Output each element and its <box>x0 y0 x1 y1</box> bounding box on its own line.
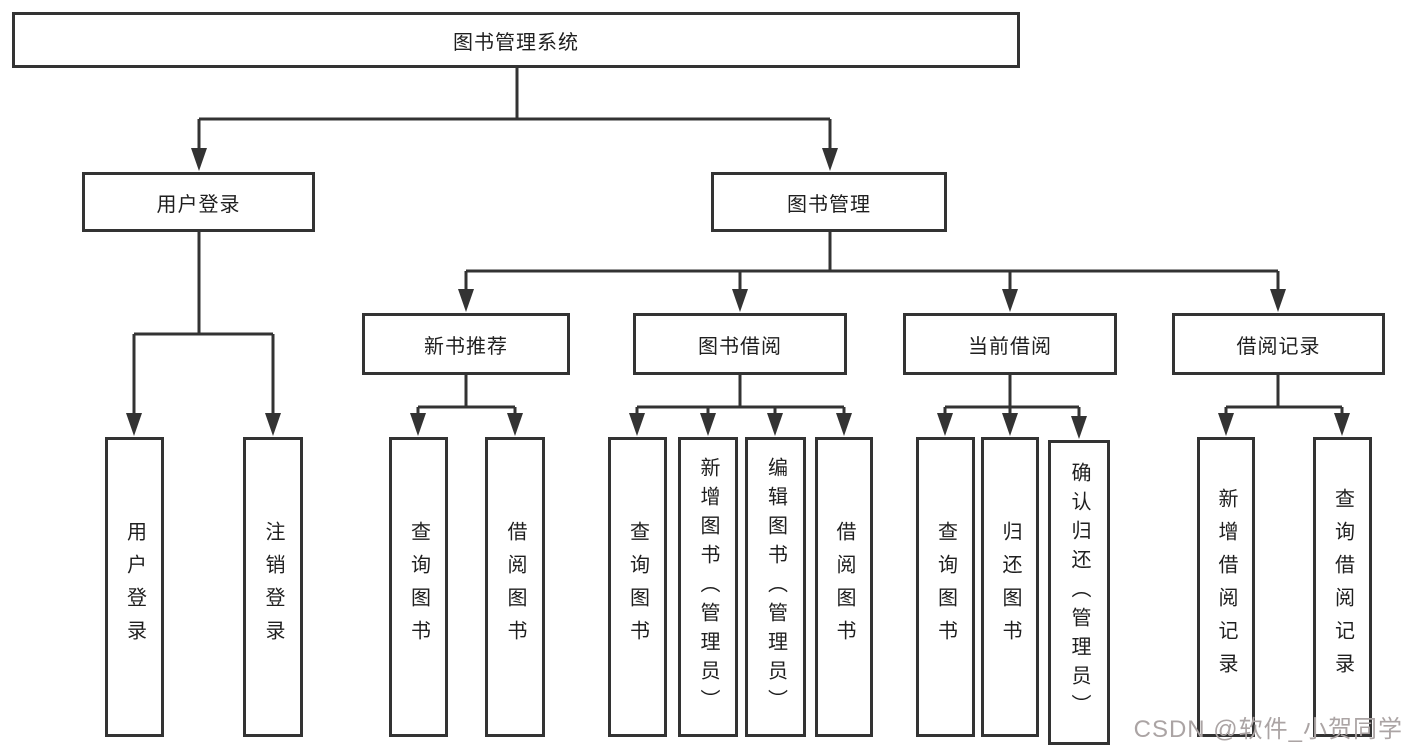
node-label: 查询图书 <box>407 521 430 653</box>
arrow-down-icon <box>126 413 142 436</box>
leaf-query-borrow-record: 查询借阅记录 <box>1313 437 1372 737</box>
leaf-borrow-books: 借阅图书 <box>815 437 873 737</box>
node-borrowing-records: 借阅记录 <box>1172 313 1385 375</box>
node-label: 借阅图书 <box>504 521 526 653</box>
arrow-down-icon <box>1002 413 1018 436</box>
node-label: 新增借阅记录 <box>1215 488 1237 686</box>
arrow-down-icon <box>700 413 716 436</box>
leaf-confirm-return-admin: 确认归还（管理员） <box>1048 440 1110 745</box>
node-current-borrowing: 当前借阅 <box>903 313 1117 375</box>
node-label: 图书借阅 <box>698 335 782 358</box>
leaf-add-books-admin: 新增图书（管理员） <box>678 437 738 737</box>
arrow-down-icon <box>822 148 838 171</box>
leaf-query-books-current: 查询图书 <box>916 437 975 737</box>
node-label: 查询图书 <box>934 521 957 653</box>
leaf-add-borrow-record: 新增借阅记录 <box>1197 437 1255 737</box>
arrow-down-icon <box>732 289 748 312</box>
node-label: 借阅图书 <box>833 521 855 653</box>
leaf-user-login: 用户登录 <box>105 437 164 737</box>
arrow-down-icon <box>410 413 426 436</box>
node-user-login: 用户登录 <box>82 172 315 232</box>
leaf-return-books: 归还图书 <box>981 437 1039 737</box>
node-label: 查询图书 <box>626 521 649 653</box>
node-label: 注销登录 <box>262 521 284 653</box>
node-label: 图书管理系统 <box>453 31 579 54</box>
arrow-down-icon <box>1270 289 1286 312</box>
node-label: 新增图书（管理员） <box>697 456 719 718</box>
node-label: 查询借阅记录 <box>1331 488 1354 686</box>
node-label: 用户登录 <box>123 521 146 653</box>
arrow-down-icon <box>507 413 523 436</box>
arrow-down-icon <box>1334 413 1350 436</box>
arrow-down-icons <box>126 148 1350 439</box>
node-label: 图书管理 <box>787 193 871 216</box>
leaf-query-books-recommend: 查询图书 <box>389 437 448 737</box>
node-new-book-recommendation: 新书推荐 <box>362 313 570 375</box>
arrow-down-icon <box>1071 416 1087 439</box>
arrow-down-icon <box>836 413 852 436</box>
node-label: 新书推荐 <box>424 335 508 358</box>
leaf-edit-books-admin: 编辑图书（管理员） <box>745 437 806 737</box>
arrow-down-icon <box>265 413 281 436</box>
arrow-down-icon <box>767 413 783 436</box>
node-label: 归还图书 <box>999 521 1021 653</box>
leaf-query-books-borrow: 查询图书 <box>608 437 667 737</box>
arrow-down-icon <box>191 148 207 171</box>
csdn-watermark: CSDN @软件_小贺同学 <box>1133 716 1403 743</box>
arrow-down-icon <box>458 289 474 312</box>
node-library-management-system: 图书管理系统 <box>12 12 1020 68</box>
node-book-borrowing: 图书借阅 <box>633 313 847 375</box>
connector-lines <box>132 68 1344 421</box>
arrow-down-icon <box>937 413 953 436</box>
node-label: 编辑图书（管理员） <box>764 456 787 718</box>
leaf-borrow-books-recommend: 借阅图书 <box>485 437 545 737</box>
node-label: 用户登录 <box>156 193 241 216</box>
node-label: 当前借阅 <box>968 335 1052 358</box>
node-book-management: 图书管理 <box>711 172 947 232</box>
arrow-down-icon <box>1218 413 1234 436</box>
node-label: 借阅记录 <box>1236 335 1321 358</box>
arrow-down-icon <box>629 413 645 436</box>
node-label: 确认归还（管理员） <box>1068 462 1090 723</box>
leaf-logout: 注销登录 <box>243 437 303 737</box>
arrow-down-icon <box>1002 289 1018 312</box>
